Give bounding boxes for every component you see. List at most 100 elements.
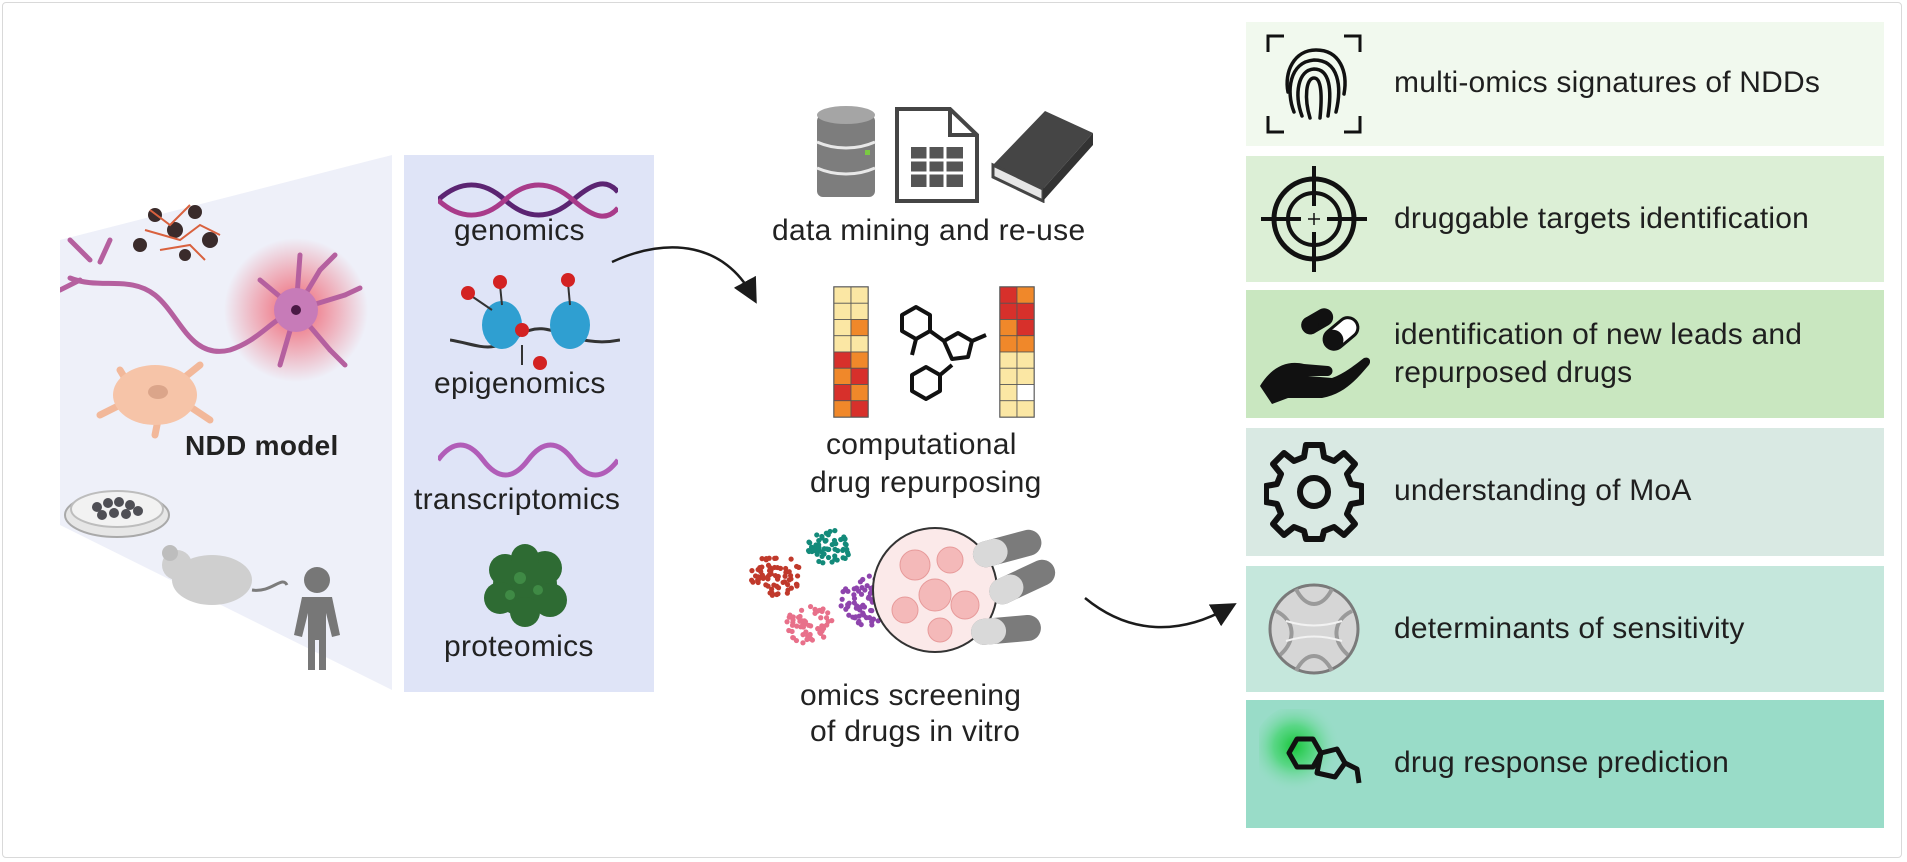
cluster-dot [755,574,762,580]
outcome-text: drug response prediction [1394,746,1730,779]
heatmap-cell [833,302,852,320]
cluster-dot [784,619,790,625]
heatmap-cell [833,319,852,337]
cluster-dot [825,554,832,561]
cluster-dot [818,615,824,621]
cluster-dot [852,615,858,621]
cell-sphere-icon [1254,566,1374,692]
heatmap-cell [1016,351,1035,369]
ndd-model-label: NDD model [185,430,339,461]
cluster-dot [799,618,806,624]
heatmap-cell [833,286,852,304]
heatmap-cell [1016,286,1035,304]
heatmap-cell [833,351,852,369]
cluster-dot [783,565,789,572]
heatmap-cell [999,367,1018,385]
cluster-dot [825,610,831,616]
heatmap-cell [850,335,869,353]
outcome-card-targets: druggable targets identification [1246,156,1884,282]
cluster-dot [824,546,830,552]
cluster-dot [834,557,840,563]
outcome-card-signatures: multi-omics signatures of NDDs [1246,22,1884,146]
cluster-dot [800,632,806,638]
heatmap-cell [833,384,852,402]
cluster-dot [807,603,814,610]
heatmap-cell [1016,384,1035,402]
cluster-dot [814,551,820,557]
heatmap-cell [833,335,852,353]
cluster-dot [821,551,827,557]
cluster-dot [759,556,765,562]
outcome-text: understanding of MoA [1394,474,1692,507]
molecule-glow-icon [1254,700,1374,828]
outcome-text: determinants of sensitivity [1394,612,1745,645]
cluster-dot [835,548,841,554]
cluster-dot [821,634,827,640]
cluster-dot [815,625,821,632]
cluster-dot [757,564,763,571]
nucleosome-icon [450,273,620,370]
heatmap-cell [999,335,1018,353]
cluster-dot [800,640,806,646]
heatmap-cell [850,367,869,385]
cluster-dot [858,591,865,597]
outcome-text: druggable targets identification [1394,202,1810,235]
outcome-card-sensitivity: determinants of sensitivity [1246,566,1884,692]
cluster-dot [816,542,822,548]
rna-wave-icon [438,442,618,478]
cluster-dot [790,614,796,620]
heatmap-cell [833,367,852,385]
cluster-dot [775,591,781,597]
cluster-dot [844,550,851,556]
cluster-dot [749,577,755,583]
cluster-dot [811,547,817,554]
omics-label-transcriptomics: transcriptomics [414,483,621,516]
computational-label-line2: drug repurposing [810,466,1042,499]
heatmap-molecules-icon [833,286,1035,418]
heatmap-cell [999,384,1018,402]
cluster-dot [769,586,775,592]
heatmap-cell [999,286,1018,304]
molecule-structures [900,305,987,401]
cluster-dot [772,555,778,561]
screening-label-line1: omics screening [800,679,1022,712]
cluster-dot [855,620,862,626]
cluster-dot [786,614,792,620]
heatmap-cell [999,351,1018,369]
cluster-dot [843,606,849,612]
cluster-dot [825,532,831,538]
data-mining-label: data mining and re-use [772,214,1086,247]
cluster-dot [794,573,801,579]
cluster-dot [839,596,845,602]
cluster-dot [808,623,814,629]
heatmap-cell [1016,400,1035,418]
heatmap-cell [850,302,869,320]
cluster-dot [774,564,781,571]
cluster-dot [788,585,794,591]
cluster-dot [789,622,796,628]
cluster-dot [769,592,775,598]
outcome-card-moa: understanding of MoA [1246,428,1884,556]
cluster-dot [838,603,844,609]
cluster-dot [857,579,864,585]
cluster-dot [829,618,835,624]
cluster-dot [807,631,813,638]
cluster-dot [794,563,800,570]
cluster-dot [823,537,829,544]
cluster-dot [864,583,870,589]
heatmap-cell [1016,367,1035,385]
omics-label-genomics: genomics [454,214,585,247]
fingerprint-icon [1254,22,1374,146]
cluster-dot [870,616,877,622]
dna-helix-icon [438,181,618,219]
heatmap-cell [999,319,1018,337]
heatmap-cell [850,319,869,337]
cluster-dot [782,573,788,579]
cluster-dot [863,615,870,621]
cluster-dot [797,613,803,620]
screening-label-line2: of drugs in vitro [810,715,1021,748]
heatmap-cell [850,384,869,402]
cluster-dot [857,607,863,613]
target-crosshair-icon [1254,156,1374,282]
